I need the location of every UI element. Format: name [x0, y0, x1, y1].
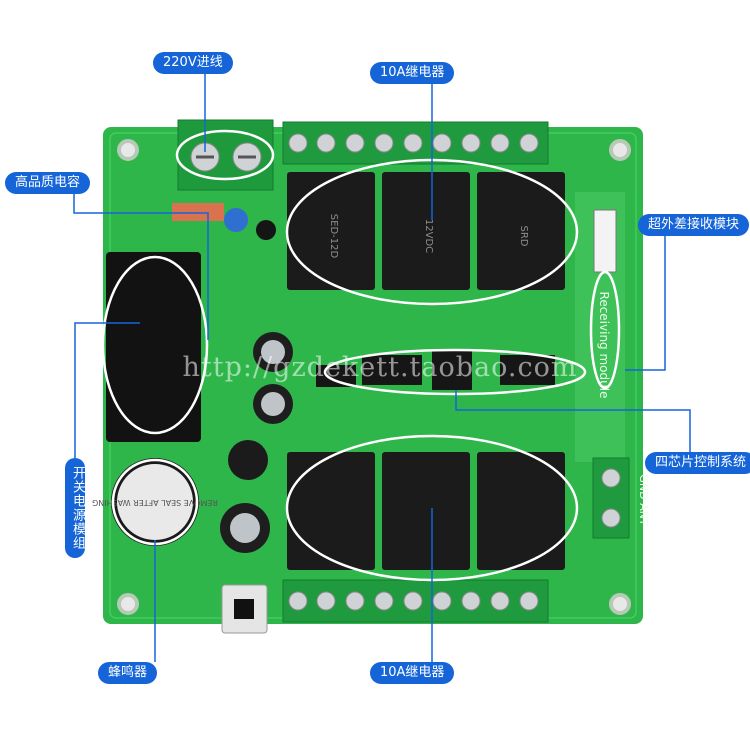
antenna-terminal [592, 457, 630, 539]
top-relays [287, 172, 565, 290]
antenna-silkscreen: GND ANT [637, 474, 650, 525]
top-terminal-strip [282, 121, 549, 165]
bottom-relays [287, 452, 565, 570]
label-switching-supply: 开关电源模组 [65, 458, 85, 558]
buzzer-sticker-text: REMOVE SEAL AFTER WASHING [92, 498, 218, 507]
switching-power-module [106, 252, 201, 442]
relay-brand-text: SRD [518, 226, 529, 247]
watermark-url: http://gzdekett.taobao.com [182, 352, 578, 383]
mounting-holes [117, 139, 631, 615]
label-control-system: 四芯片控制系统 [645, 452, 750, 474]
module-silkscreen: Receiving module [597, 292, 611, 399]
relay-model-text: SED-12D [328, 214, 339, 259]
label-buzzer: 蜂鸣器 [98, 662, 158, 684]
label-relay-top: 10A继电器 [370, 62, 455, 84]
bottom-terminal-strip [282, 579, 549, 623]
capacitor [172, 203, 276, 240]
label-superhet-module: 超外差接收模块 [638, 214, 750, 236]
electrolytic-capacitors [220, 332, 293, 553]
label-power-input: 220V进线 [153, 52, 233, 74]
label-relay-bottom: 10A继电器 [370, 662, 455, 684]
label-capacitor: 高品质电容 [5, 172, 91, 194]
control-chips [316, 350, 555, 390]
callout-lines [73, 72, 691, 662]
relay-voltage-text: 12VDC [423, 219, 434, 253]
buzzer [111, 458, 199, 546]
